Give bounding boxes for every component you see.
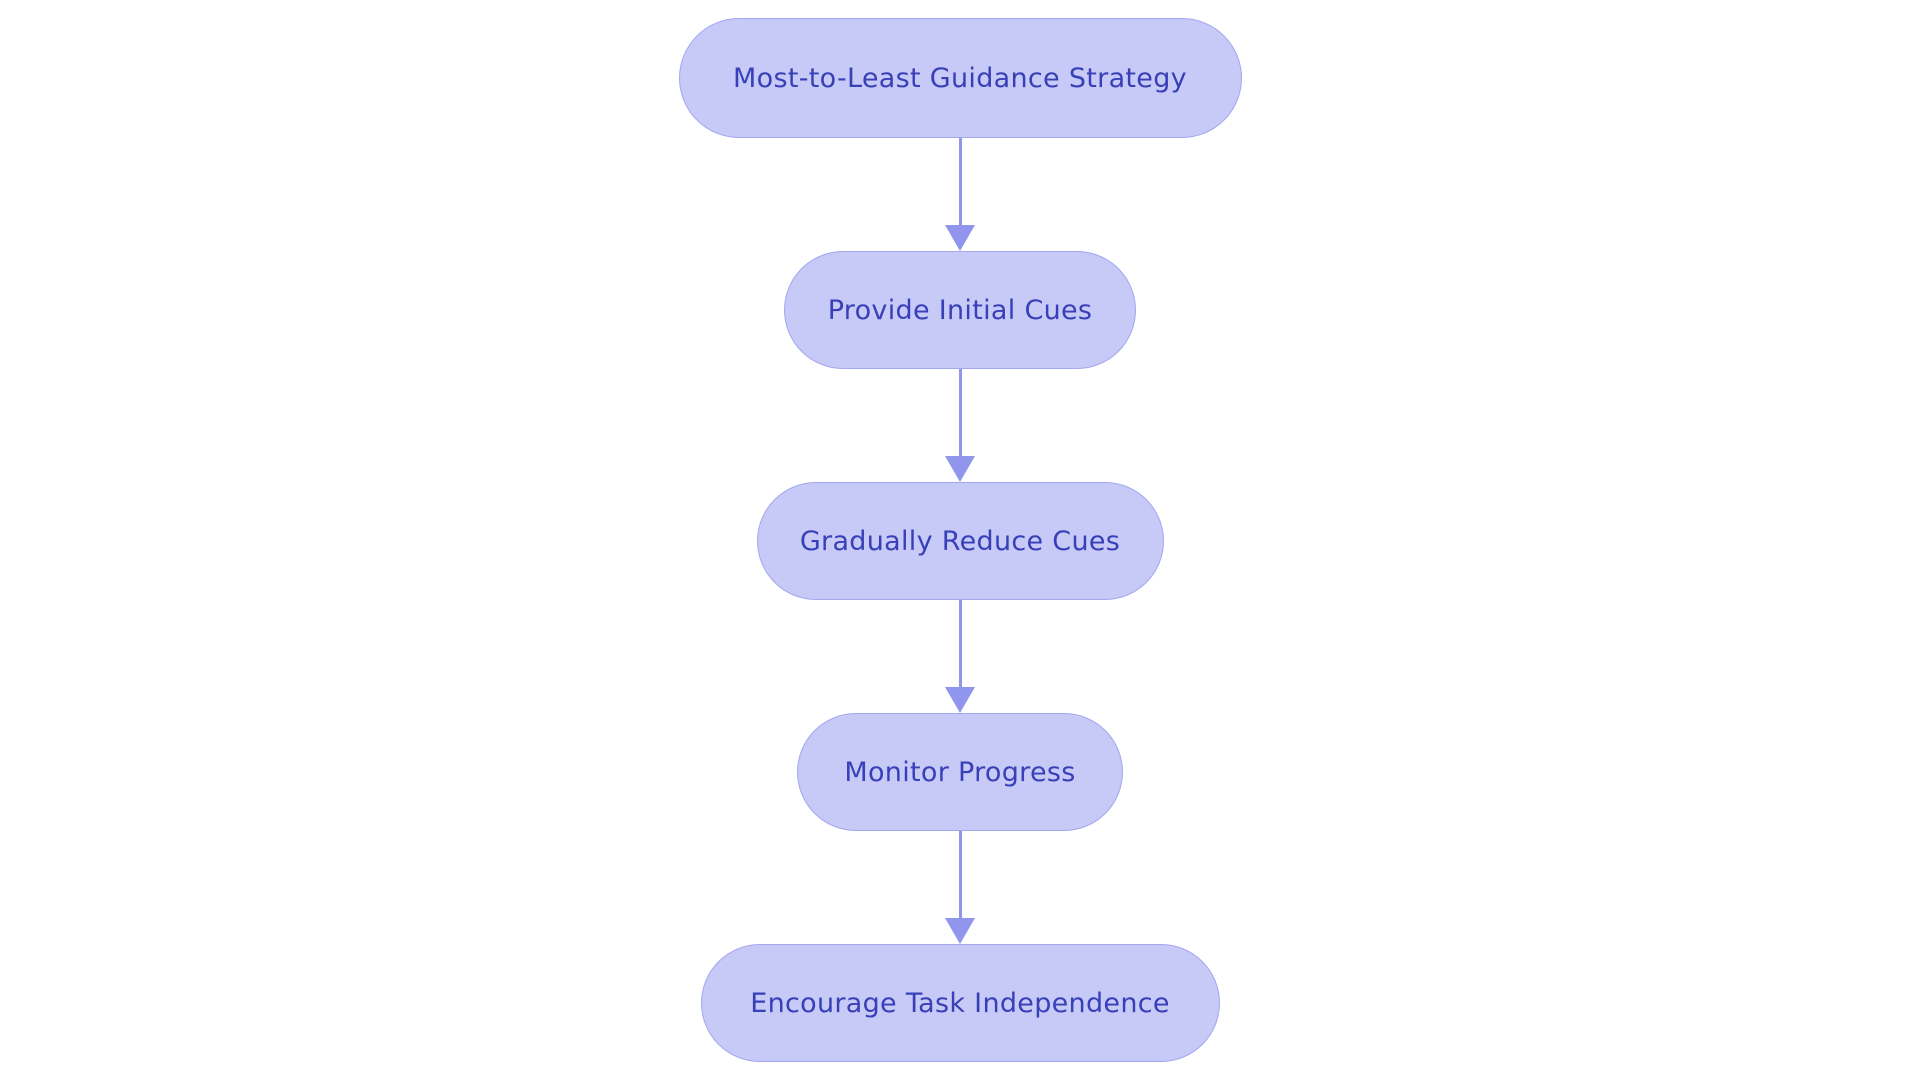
flow-node-encourage-task-independence: Encourage Task Independence: [700, 944, 1220, 1062]
flow-node-monitor-progress: Monitor Progress: [797, 713, 1123, 831]
flow-node-label: Encourage Task Independence: [750, 987, 1170, 1019]
flow-connector: [945, 369, 975, 482]
arrow-line: [958, 831, 962, 919]
arrowhead-down-icon: [945, 687, 975, 713]
flow-node-most-to-least-guidance-strategy: Most-to-Least Guidance Strategy: [678, 18, 1242, 138]
arrow-line: [958, 138, 962, 226]
flow-node-label: Provide Initial Cues: [827, 294, 1093, 326]
arrowhead-down-icon: [945, 456, 975, 482]
arrowhead-down-icon: [945, 918, 975, 944]
arrow-line: [958, 600, 962, 688]
flow-node-label: Gradually Reduce Cues: [799, 525, 1121, 557]
arrowhead-down-icon: [945, 225, 975, 251]
flow-connector: [945, 600, 975, 713]
flow-node-label: Most-to-Least Guidance Strategy: [733, 62, 1187, 94]
flow-connector: [945, 831, 975, 944]
flow-node-label: Monitor Progress: [844, 756, 1076, 788]
flow-node-provide-initial-cues: Provide Initial Cues: [784, 251, 1136, 369]
arrow-line: [958, 369, 962, 457]
flow-node-gradually-reduce-cues: Gradually Reduce Cues: [756, 482, 1164, 600]
flow-connector: [945, 138, 975, 251]
